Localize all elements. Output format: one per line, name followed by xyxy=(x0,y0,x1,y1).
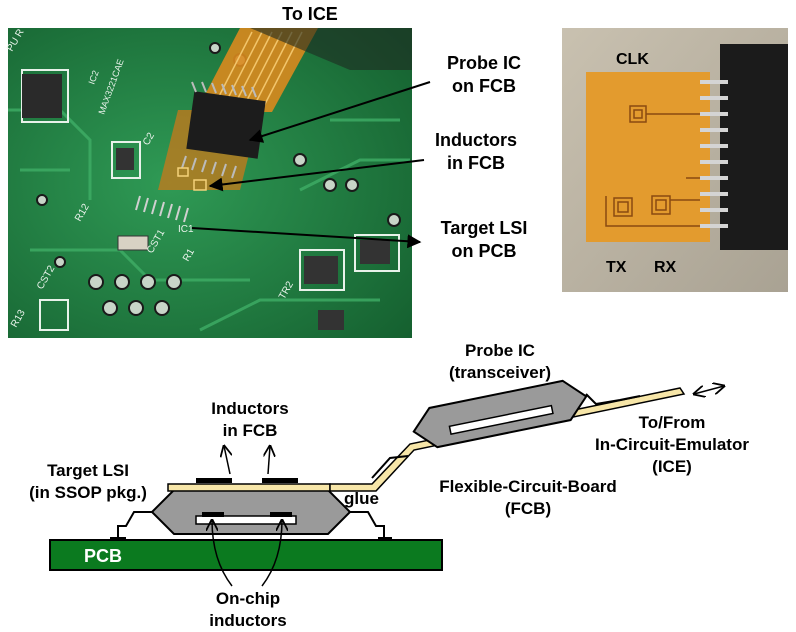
cs-to-from-line1: To/From xyxy=(639,413,706,432)
target-lsi-package xyxy=(150,489,352,535)
arrow-fcb-inductor-2 xyxy=(268,446,270,475)
fcb-inductor-photo-2 xyxy=(177,167,189,177)
arrow-inductors xyxy=(208,159,425,192)
probe-ic-photo xyxy=(186,91,266,159)
probe-ic-leads xyxy=(181,81,257,179)
cs-onchip-line2: inductors xyxy=(209,611,286,630)
cs-probe-ic-line1: Probe IC xyxy=(465,341,535,360)
photo-arrows xyxy=(191,81,431,249)
onchip-inductor-1 xyxy=(202,512,224,517)
probe-ic-package xyxy=(412,379,588,449)
mark-ic1: IC1 xyxy=(178,224,194,235)
lsi-lead-right xyxy=(350,511,385,538)
label-tx: TX xyxy=(606,259,627,276)
fcb-strip xyxy=(329,387,686,492)
cs-inductors-line1: Inductors xyxy=(211,399,288,418)
fcb-inductor-1 xyxy=(196,478,232,483)
label-clk: CLK xyxy=(616,51,649,68)
label-target-lsi-line1: Target LSI xyxy=(441,218,528,238)
fcb-photo-connector xyxy=(720,44,788,250)
ice-double-arrow xyxy=(694,386,724,394)
fcb-photo xyxy=(562,28,788,292)
fcb-photo-pins xyxy=(700,80,728,228)
cs-pcb-label: PCB xyxy=(84,546,122,566)
lsi-lead-left xyxy=(117,511,152,538)
fcb-over-lsi xyxy=(167,483,331,492)
fcb-photo-board xyxy=(586,72,710,242)
cable-shadow xyxy=(250,28,412,70)
fcb-inductor-photo xyxy=(193,179,207,191)
cs-target-lsi-line1: Target LSI xyxy=(47,461,129,480)
label-to-ice: To ICE xyxy=(282,4,338,24)
label-inductors-line1: Inductors xyxy=(435,130,517,150)
cs-probe-ic-line2: (transceiver) xyxy=(449,363,551,382)
lsi-die xyxy=(195,515,297,525)
arrow-target-lsi xyxy=(191,227,422,249)
target-lsi-leads xyxy=(135,195,189,223)
label-probe-ic-line1: Probe IC xyxy=(447,53,521,73)
cs-inductors-line2: in FCB xyxy=(223,421,278,440)
chip-label-ic2: IC2 xyxy=(86,69,100,86)
arrow-fcb-inductor-1 xyxy=(224,446,230,475)
flex-board xyxy=(135,28,318,223)
arrow-onchip-inductor-1 xyxy=(212,520,233,587)
arrow-onchip-inductor-2 xyxy=(261,520,282,587)
onchip-inductor-2 xyxy=(270,512,292,517)
pcb-photo: IC2 MAX3221CAE IC1 R12 CST1 CST2 R13 R1 … xyxy=(5,27,412,338)
fcb-photo-coils xyxy=(605,105,700,227)
label-rx: RX xyxy=(654,259,677,276)
fcb-inductor-2 xyxy=(262,478,298,483)
probe-ic-die xyxy=(448,404,554,436)
arrow-probe-ic xyxy=(248,81,431,143)
pcb-pads xyxy=(36,42,401,316)
smd-components xyxy=(116,148,390,330)
cs-to-from-line2: In-Circuit-Emulator xyxy=(595,435,749,454)
probe-lead-left xyxy=(371,455,409,479)
cross-section xyxy=(49,379,724,587)
pcb-layer xyxy=(49,539,443,571)
silkscreen xyxy=(21,69,400,331)
cs-fcb-line2: (FCB) xyxy=(505,499,551,518)
cs-onchip-line1: On-chip xyxy=(216,589,280,608)
probe-lead-right xyxy=(585,393,641,406)
cs-glue: glue xyxy=(344,489,379,508)
label-target-lsi-line2: on PCB xyxy=(452,241,517,261)
cs-fcb-line1: Flexible-Circuit-Board xyxy=(439,477,617,496)
label-inductors-line2: in FCB xyxy=(447,153,505,173)
cs-to-from-line3: (ICE) xyxy=(652,457,692,476)
cs-target-lsi-line2: (in SSOP pkg.) xyxy=(29,483,147,502)
label-probe-ic-line2: on FCB xyxy=(452,76,516,96)
